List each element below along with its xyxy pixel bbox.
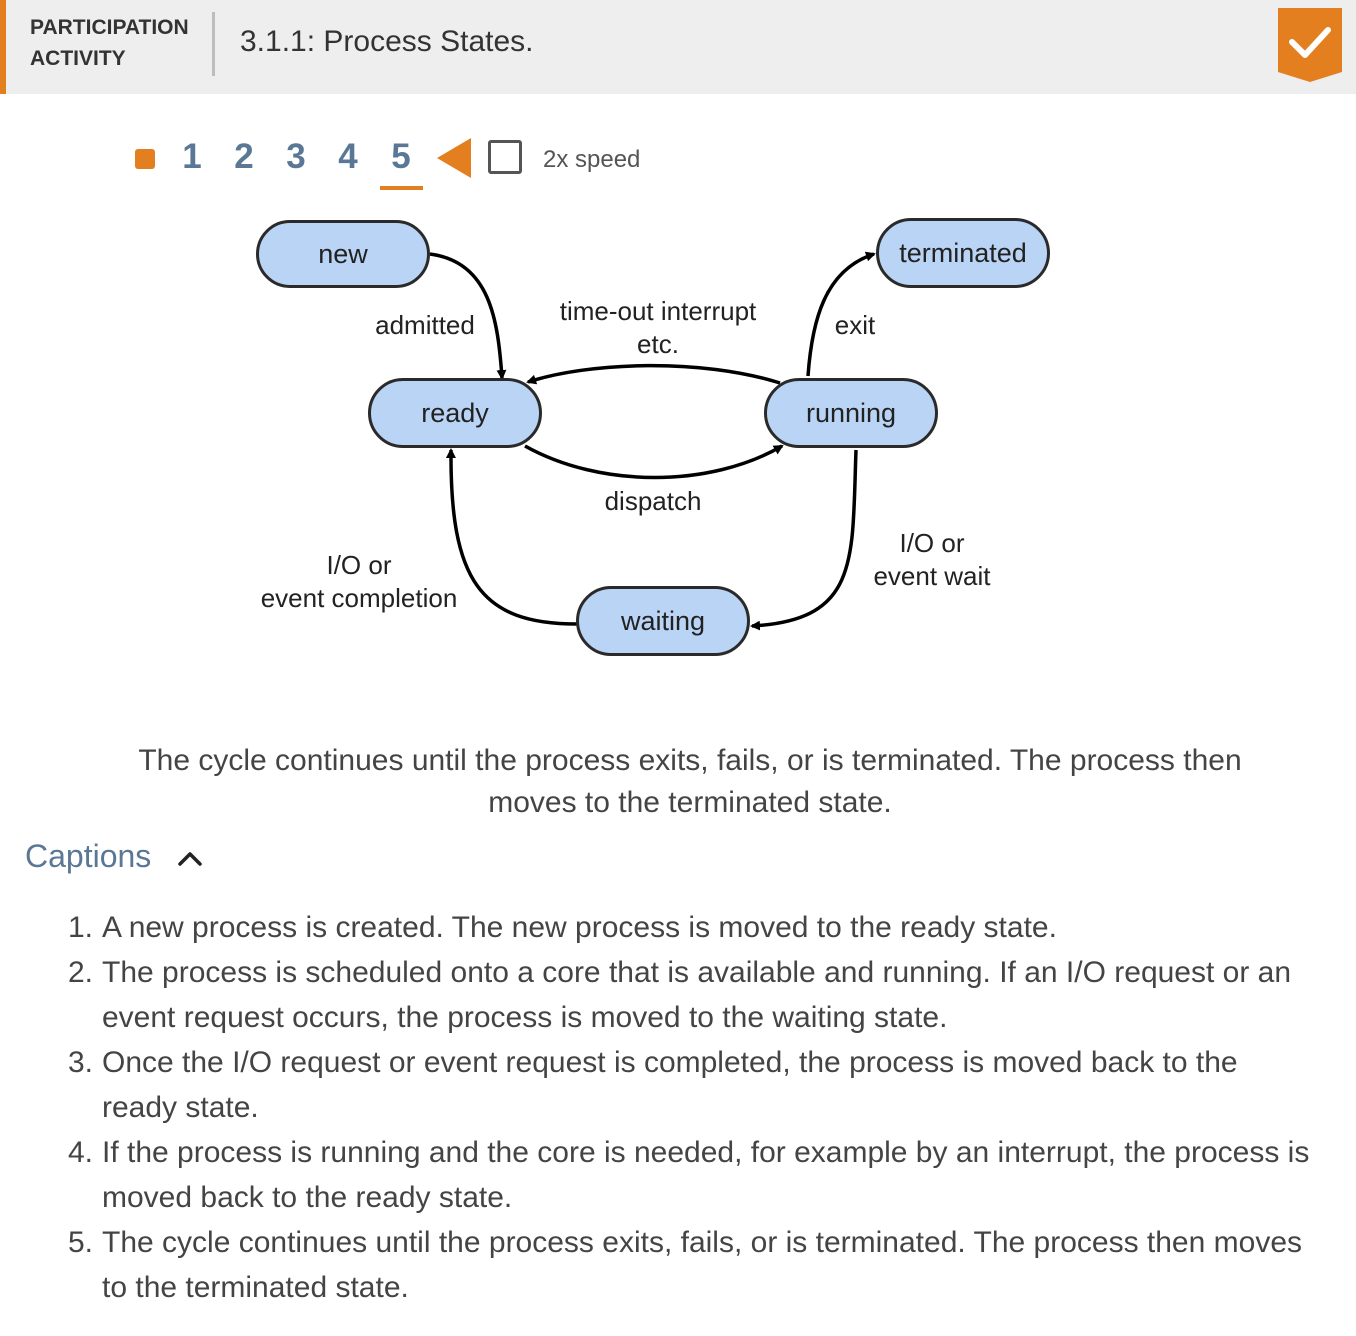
state-running: running — [764, 378, 938, 448]
activity-title: 3.1.1: Process States. — [240, 25, 534, 58]
label-io-wait-line1: I/O or — [899, 528, 965, 558]
label-io-completion: I/O or event completion — [243, 549, 475, 615]
process-state-diagram — [429, 251, 876, 631]
label-exit: exit — [834, 310, 876, 340]
caption-number: 1. — [68, 911, 94, 944]
caption-text: If the process is running and the core i… — [102, 1136, 1310, 1214]
header-divider — [212, 12, 215, 76]
edge-io-completion — [445, 448, 578, 626]
speed-checkbox[interactable] — [488, 140, 522, 174]
caption-number: 3. — [68, 1046, 94, 1079]
label-dispatch: dispatch — [604, 486, 702, 516]
edge-exit — [806, 251, 876, 377]
state-waiting: waiting — [576, 586, 750, 656]
checkmark-icon — [1278, 8, 1342, 82]
state-terminated: terminated — [876, 218, 1050, 288]
caption-text: The process is scheduled onto a core tha… — [102, 956, 1292, 1034]
edge-io-wait — [750, 449, 858, 631]
caption-number: 2. — [68, 956, 94, 989]
label-timeout-line2: etc. — [637, 329, 679, 359]
edge-admitted — [429, 252, 507, 380]
step-4-button[interactable]: 4 — [338, 137, 358, 176]
step-1-button[interactable]: 1 — [182, 137, 202, 176]
caption-number: 4. — [68, 1136, 94, 1169]
caption-item: 3.Once the I/O request or event request … — [68, 1040, 1320, 1130]
step-3-button[interactable]: 3 — [286, 137, 306, 176]
caption-item: 1.A new process is created. The new proc… — [68, 905, 1320, 950]
step-2-button[interactable]: 2 — [234, 137, 254, 176]
label-io-wait: I/O or event wait — [856, 527, 1008, 593]
caption-text: Once the I/O request or event request is… — [102, 1046, 1238, 1124]
caption-number: 5. — [68, 1226, 94, 1259]
activity-header: PARTICIPATION ACTIVITY 3.1.1: Process St… — [0, 0, 1356, 94]
play-back-icon[interactable] — [437, 138, 471, 178]
label-io-completion-line2: event completion — [260, 583, 458, 613]
step-5-button[interactable]: 5 — [391, 137, 411, 176]
current-step-indicator — [380, 186, 423, 190]
chevron-up-icon[interactable] — [176, 848, 204, 868]
current-step-caption: The cycle continues until the process ex… — [138, 744, 1242, 819]
captions-toggle[interactable]: Captions — [25, 838, 152, 874]
state-ready: ready — [368, 378, 542, 448]
caption-item: 5.The cycle continues until the process … — [68, 1220, 1320, 1310]
captions-list: 1.A new process is created. The new proc… — [0, 905, 1320, 1310]
label-timeout: time-out interrupt etc. — [540, 295, 776, 361]
label-admitted: admitted — [375, 310, 475, 340]
edge-dispatch — [524, 444, 784, 480]
edge-timeout — [526, 363, 781, 385]
caption-item: 2.The process is scheduled onto a core t… — [68, 950, 1320, 1040]
caption-item: 4.If the process is running and the core… — [68, 1130, 1320, 1220]
label-timeout-line1: time-out interrupt — [559, 296, 757, 326]
speed-label: 2x speed — [543, 146, 641, 173]
start-button[interactable] — [135, 149, 155, 169]
label-io-completion-line1: I/O or — [326, 550, 392, 580]
activity-type-label: PARTICIPATION ACTIVITY — [30, 16, 189, 70]
header-accent-bar — [0, 0, 6, 94]
caption-text: The cycle continues until the process ex… — [102, 1226, 1302, 1304]
state-new: new — [256, 220, 430, 288]
caption-text: A new process is created. The new proces… — [102, 911, 1057, 944]
label-io-wait-line2: event wait — [873, 561, 991, 591]
